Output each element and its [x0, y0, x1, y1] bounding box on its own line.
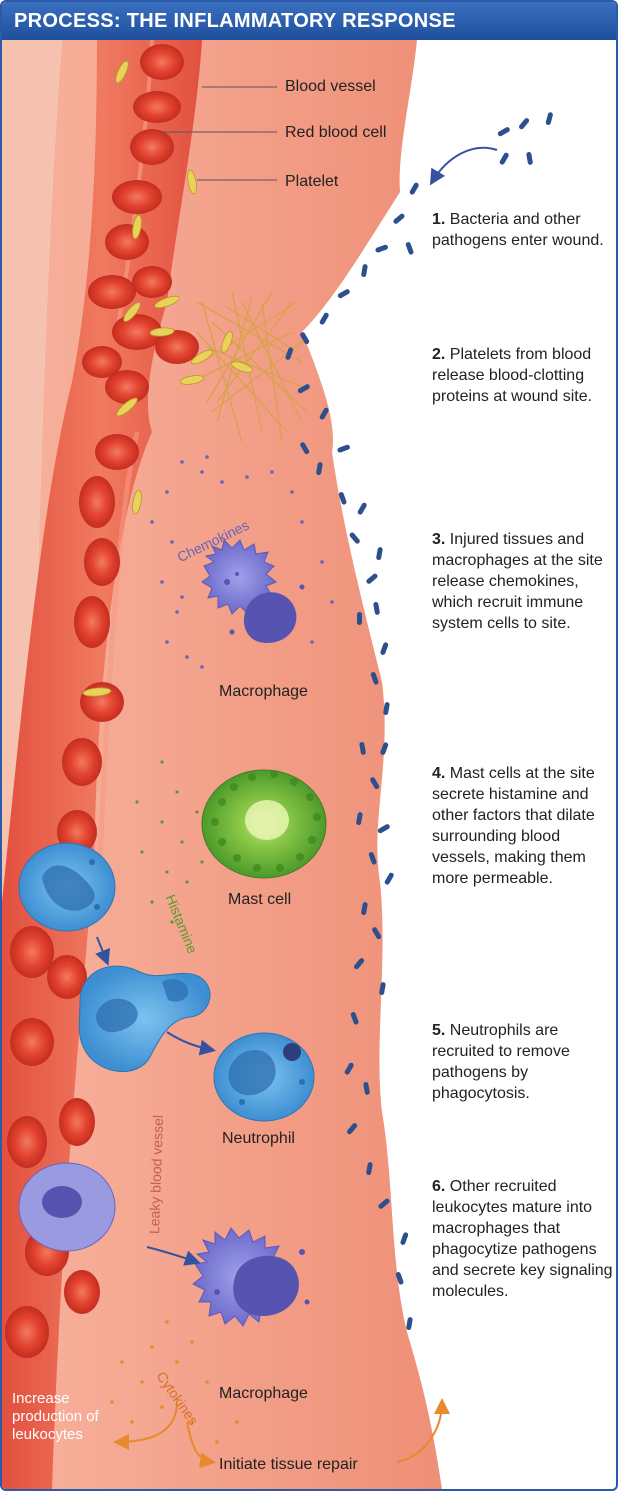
label-red-blood-cell: Red blood cell — [285, 124, 387, 141]
step-6: 6. Other recruited leukocytes mature int… — [432, 1176, 614, 1302]
step-2-text: Platelets from blood release blood-clott… — [432, 346, 593, 405]
platelets — [82, 60, 253, 697]
leader-lines — [162, 86, 277, 181]
step-6-number: 6. — [432, 1178, 446, 1195]
step-1: 1. Bacteria and other pathogens enter wo… — [432, 209, 614, 251]
blue-arrows — [95, 146, 498, 1266]
step-3-number: 3. — [432, 531, 446, 548]
step-3: 3. Injured tissues and macrophages at th… — [432, 529, 614, 634]
step-4-text: Mast cells at the site secrete histamine… — [432, 765, 595, 887]
step-5-number: 5. — [432, 1022, 446, 1039]
label-platelet: Platelet — [285, 173, 339, 190]
step-4-number: 4. — [432, 765, 446, 782]
macrophage-cell-2 — [192, 1227, 310, 1327]
neutrophil-squeezing — [78, 965, 211, 1072]
step-6-text: Other recruited leukocytes mature into m… — [432, 1178, 613, 1300]
label-initiate-tissue-repair: Initiate tissue repair — [219, 1456, 358, 1473]
label-mast-cell: Mast cell — [228, 891, 292, 908]
step-1-number: 1. — [432, 211, 446, 228]
step-2-number: 2. — [432, 346, 446, 363]
chemokine-dots — [150, 455, 334, 669]
step-4: 4. Mast cells at the site secrete histam… — [432, 763, 614, 889]
neutrophil-in-vessel — [18, 842, 116, 932]
histamine-dots — [135, 760, 204, 924]
step-1-text: Bacteria and other pathogens enter wound… — [432, 211, 604, 249]
step-3-text: Injured tissues and macrophages at the s… — [432, 531, 603, 632]
step-5-text: Neutrophils are recruited to remove path… — [432, 1022, 570, 1102]
red-blood-cells — [5, 44, 199, 1358]
diagram-title: PROCESS: THE INFLAMMATORY RESPONSE — [2, 2, 616, 40]
orange-arrows — [113, 1398, 450, 1469]
label-neutrophil: Neutrophil — [222, 1130, 295, 1147]
macrophage-cell-1 — [201, 538, 305, 643]
step-5: 5. Neutrophils are recruited to remove p… — [432, 1020, 614, 1104]
label-macrophage-1: Macrophage — [219, 683, 308, 700]
label-macrophage-2: Macrophage — [219, 1385, 308, 1402]
mast-cell — [201, 769, 327, 879]
bacteria — [285, 112, 553, 1331]
label-increase-leukocytes: Increase production of leukocytes — [12, 1390, 99, 1443]
cytokine-dots — [110, 1320, 239, 1444]
neutrophil-cell — [213, 1032, 315, 1122]
step-2: 2. Platelets from blood release blood-cl… — [432, 344, 614, 407]
label-blood-vessel: Blood vessel — [285, 78, 376, 95]
monocyte-cell — [18, 1162, 116, 1252]
